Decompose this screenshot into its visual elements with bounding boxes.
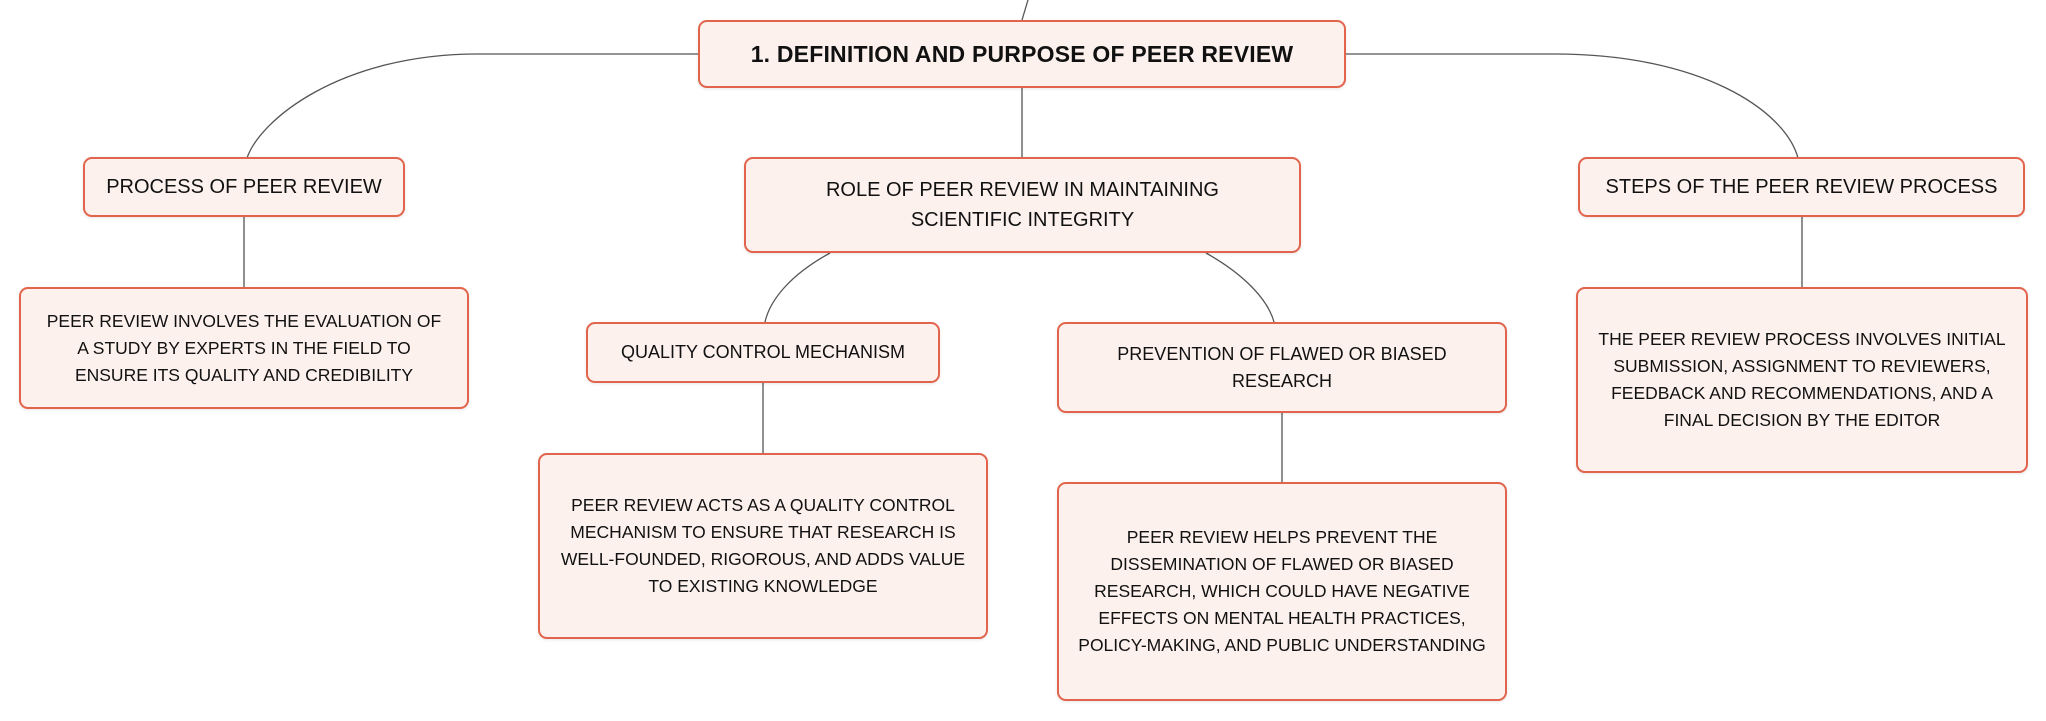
root-topic-node[interactable]: 1. DEFINITION AND PURPOSE OF PEER REVIEW [698,20,1346,88]
prevention-topic-label: PREVENTION OF FLAWED OR BIASED RESEARCH [1117,343,1447,391]
quality-detail-node[interactable]: PEER REVIEW ACTS AS A QUALITY CONTROL ME… [538,453,988,639]
process-topic-label: PROCESS OF PEER REVIEW [106,176,382,198]
process-topic-node[interactable]: PROCESS OF PEER REVIEW [83,157,405,217]
connector-parent-to-root [1021,0,1029,21]
connector-role-to-prevention [1205,252,1275,323]
role-topic-label: ROLE OF PEER REVIEW IN MAINTAINING SCIEN… [825,179,1219,231]
quality-topic-label: QUALITY CONTROL MECHANISM [620,342,906,362]
steps-topic-label: STEPS OF THE PEER REVIEW PROCESS [1605,176,1998,198]
process-detail-node[interactable]: PEER REVIEW INVOLVES THE EVALUATION OF A… [19,287,469,409]
steps-topic-node[interactable]: STEPS OF THE PEER REVIEW PROCESS [1578,157,2025,217]
prevention-topic-node[interactable]: PREVENTION OF FLAWED OR BIASED RESEARCH [1057,322,1507,413]
process-detail-text: PEER REVIEW INVOLVES THE EVALUATION OF A… [46,310,442,385]
connector-root-to-process [246,53,700,159]
connector-root-to-steps [1346,53,1799,159]
prevention-detail-text: PEER REVIEW HELPS PREVENT THE DISSEMINAT… [1078,527,1486,655]
root-topic-label: 1. DEFINITION AND PURPOSE OF PEER REVIEW [750,40,1294,67]
prevention-detail-node[interactable]: PEER REVIEW HELPS PREVENT THE DISSEMINAT… [1057,482,1507,701]
quality-topic-node[interactable]: QUALITY CONTROL MECHANISM [586,322,940,383]
steps-detail-text: THE PEER REVIEW PROCESS INVOLVES INITIAL… [1598,329,2006,430]
steps-detail-node[interactable]: THE PEER REVIEW PROCESS INVOLVES INITIAL… [1576,287,2028,473]
quality-detail-text: PEER REVIEW ACTS AS A QUALITY CONTROL ME… [560,495,966,596]
connector-role-to-quality [764,252,831,323]
role-topic-node[interactable]: ROLE OF PEER REVIEW IN MAINTAINING SCIEN… [744,157,1301,253]
